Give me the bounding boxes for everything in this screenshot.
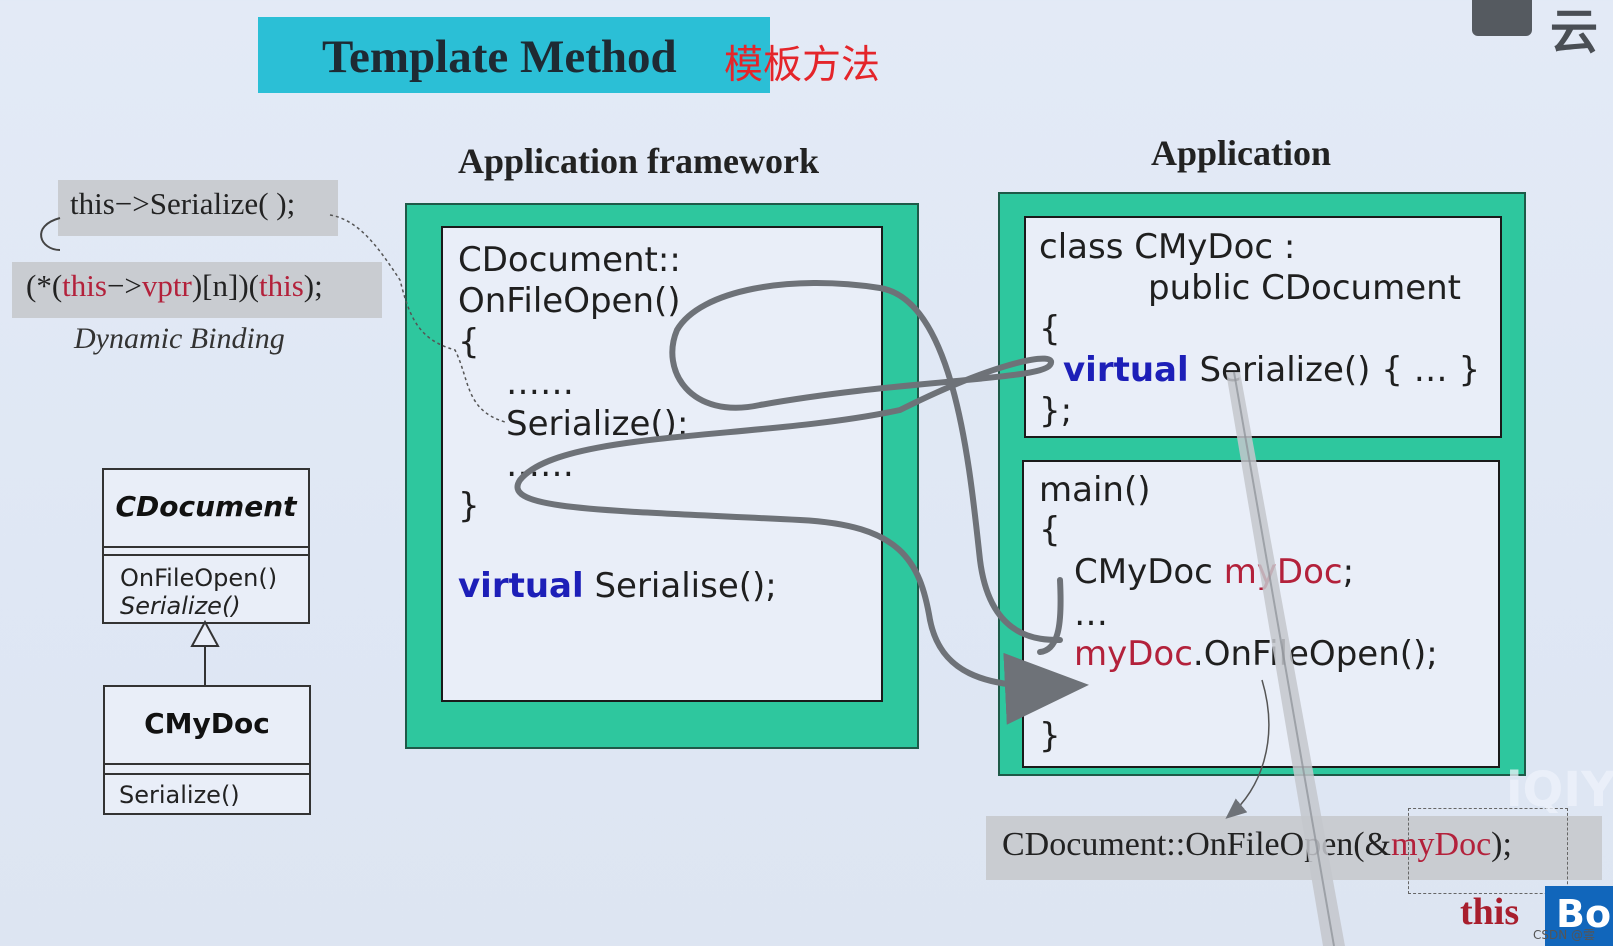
- credit-text: CSDN @雲: [1533, 928, 1596, 942]
- code-line: class CMyDoc :: [1039, 227, 1296, 267]
- code-line: }: [458, 486, 480, 526]
- uml-operation: Serialize(): [120, 592, 241, 620]
- binding-hook: [40, 217, 61, 251]
- code-line: {: [1039, 510, 1061, 550]
- declaration-line: CMyDoc myDoc;: [1074, 552, 1355, 592]
- class-code-panel: [1024, 216, 1502, 438]
- flow-line: [1037, 577, 1064, 655]
- uml-inheritance-arrow: [190, 620, 220, 686]
- corner-blue-text: Bo: [1556, 892, 1612, 936]
- framework-heading: Application framework: [458, 141, 819, 181]
- code-line: ……: [506, 363, 574, 403]
- uml-class-name: CMyDoc: [144, 707, 270, 740]
- code-line: {: [458, 322, 480, 362]
- uml-class-cdocument: CDocument OnFileOpen() Serialize(): [102, 468, 310, 624]
- serialize-call-text: this−>Serialize( );: [70, 186, 296, 221]
- onfileopen-call-line: myDoc.OnFileOpen();: [1074, 634, 1438, 674]
- flow-line: [514, 280, 1089, 725]
- uml-divider: [104, 546, 308, 548]
- uml-operation: Serialize(): [119, 781, 240, 809]
- binding-line: [329, 214, 506, 423]
- application-heading: Application: [1151, 133, 1332, 173]
- virtual-serialize-line: virtual Serialize() { … }: [1063, 350, 1481, 390]
- bottom-call-highlight: [986, 816, 1602, 880]
- dynamic-binding-caption: Dynamic Binding: [74, 322, 285, 355]
- virtual-declaration: virtual Serialise();: [458, 566, 777, 606]
- framework-code-panel: [441, 226, 883, 702]
- uml-divider: [104, 554, 308, 556]
- uml-divider: [105, 773, 309, 775]
- call-highlight: [58, 180, 338, 236]
- code-line: public CDocument: [1148, 268, 1461, 308]
- code-line: };: [1039, 391, 1073, 431]
- chat-logo-icon: [1472, 0, 1532, 36]
- code-line: {: [1039, 309, 1061, 349]
- laser-pointer: [1233, 371, 1335, 946]
- code-line: CDocument::: [458, 240, 681, 280]
- code-line: OnFileOpen(): [458, 281, 681, 321]
- uml-class-cmydoc: CMyDoc Serialize(): [103, 685, 311, 815]
- laser-pointer: [1226, 372, 1345, 946]
- vptr-highlight: [12, 262, 382, 318]
- code-line: }: [1039, 716, 1061, 756]
- this-argument-outline: [1408, 808, 1568, 894]
- video-watermark: iQIY: [1506, 762, 1613, 818]
- uml-divider: [105, 763, 309, 765]
- uml-class-name: CDocument: [115, 490, 297, 523]
- expansion-arrow: [1225, 679, 1270, 819]
- this-label: this: [1460, 891, 1520, 933]
- corner-blue-tab: [1545, 886, 1613, 946]
- page-title-chinese: 模板方法: [724, 43, 881, 88]
- uml-operation: OnFileOpen(): [120, 564, 278, 592]
- code-line: main(): [1039, 470, 1151, 510]
- logo-text: 云: [1550, 4, 1599, 60]
- page-title: Template Method: [322, 31, 677, 83]
- code-line: …: [1074, 594, 1108, 634]
- vptr-call-text: (*(this−>vptr)[n])(this);: [26, 268, 323, 303]
- title-banner: [258, 17, 770, 93]
